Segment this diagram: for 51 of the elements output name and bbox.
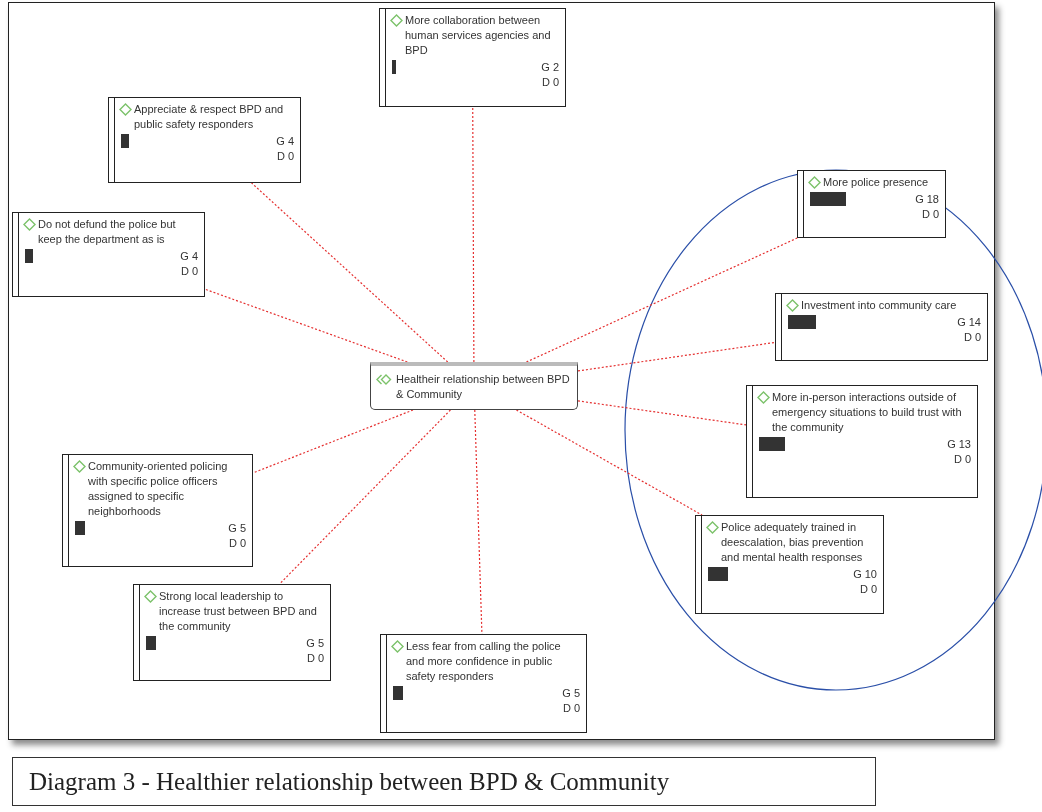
dotted-connector (279, 409, 452, 585)
idea-title: Investment into community care (801, 298, 957, 313)
bad-score: D 0 (562, 701, 580, 716)
good-score: G 10 (853, 567, 877, 582)
good-score: G 4 (276, 134, 294, 149)
bad-score: D 0 (276, 149, 294, 164)
idea-card (12, 212, 205, 297)
bad-score: D 0 (859, 582, 877, 597)
good-score: G 13 (947, 437, 971, 452)
idea-title: Community-oriented policing with specific police officers assigned to specific neighborhoods (88, 459, 229, 519)
idea-title: More police presence (823, 175, 929, 190)
dotted-connector (472, 106, 475, 363)
idea-title: Appreciate & respect BPD and public safety responders (134, 102, 285, 132)
dotted-connector (525, 237, 798, 363)
idea-title: Do not defund the police but keep the department as is (38, 217, 177, 247)
bad-score: D 0 (541, 75, 559, 90)
dotted-connector (252, 409, 414, 474)
dotted-connector (474, 409, 483, 635)
good-score: G 18 (915, 192, 939, 207)
good-score: G 5 (306, 636, 324, 651)
bad-score: D 0 (953, 452, 971, 467)
idea-title: More collaboration between human services agencies and BPD (405, 13, 552, 58)
good-score: G 4 (180, 249, 198, 264)
topic-title: Healtheir relationship between BPD & Community (396, 372, 571, 402)
idea-card (746, 385, 978, 498)
idea-title: Police adequately trained in deescalation, bias prevention and mental health responses (721, 520, 865, 565)
dotted-connector (515, 409, 703, 516)
bad-score: D 0 (921, 207, 939, 222)
idea-title: Less fear from calling the police and more confidence in public safety responders (406, 639, 562, 684)
idea-card (695, 515, 884, 614)
caption: Diagram 3 - Healthier relationship between BPD & Community (12, 757, 876, 806)
idea-card (380, 634, 587, 733)
good-score: G 5 (562, 686, 580, 701)
idea-card (775, 293, 988, 361)
good-score: G 2 (541, 60, 559, 75)
idea-card (133, 584, 331, 681)
dotted-connector (204, 288, 408, 363)
bad-score: D 0 (228, 536, 246, 551)
idea-title: Strong local leadership to increase trust between BPD and the community (159, 589, 318, 634)
good-score: G 5 (228, 521, 246, 536)
idea-title: More in-person interactions outside of emergency situations to build trust with the community (772, 390, 963, 435)
idea-card (62, 454, 253, 567)
central-topic-card (370, 362, 578, 410)
idea-card (797, 170, 946, 238)
idea-card (108, 97, 301, 183)
bad-score: D 0 (180, 264, 198, 279)
dotted-connector (251, 182, 449, 363)
bad-score: D 0 (963, 330, 981, 345)
good-score: G 14 (957, 315, 981, 330)
bad-score: D 0 (306, 651, 324, 666)
idea-card (379, 8, 566, 107)
